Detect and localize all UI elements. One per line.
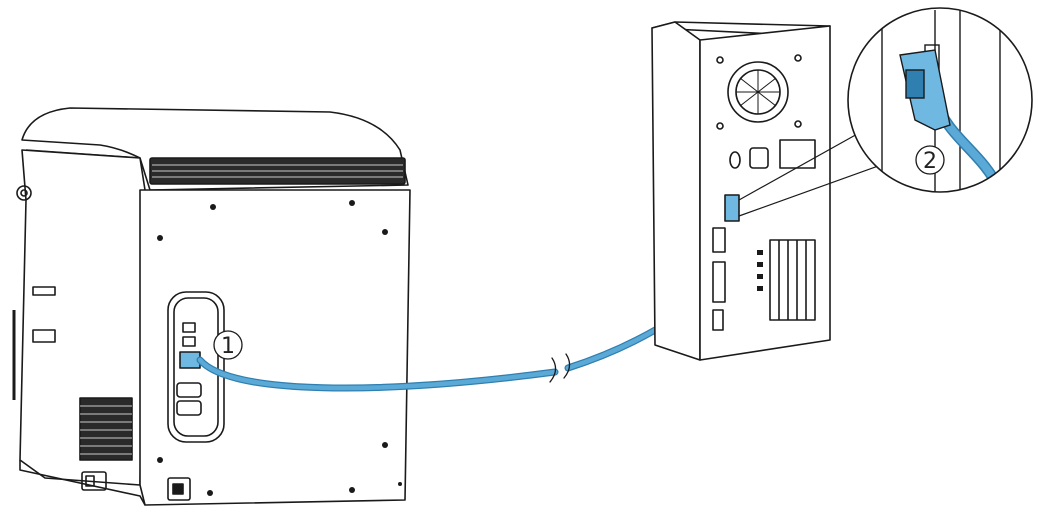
pc-usb-port — [725, 195, 739, 221]
card-printer — [14, 108, 410, 505]
callout-2: 2 — [916, 146, 944, 174]
front-vent — [80, 398, 132, 460]
pc-left-side — [652, 22, 700, 360]
callout-2-label: 2 — [923, 149, 937, 174]
tower-pc — [652, 22, 830, 360]
zoom-circle — [848, 8, 1032, 200]
callout-1-label: 1 — [221, 334, 235, 359]
callout-1: 1 — [214, 331, 242, 359]
printer-side-face — [140, 190, 410, 505]
